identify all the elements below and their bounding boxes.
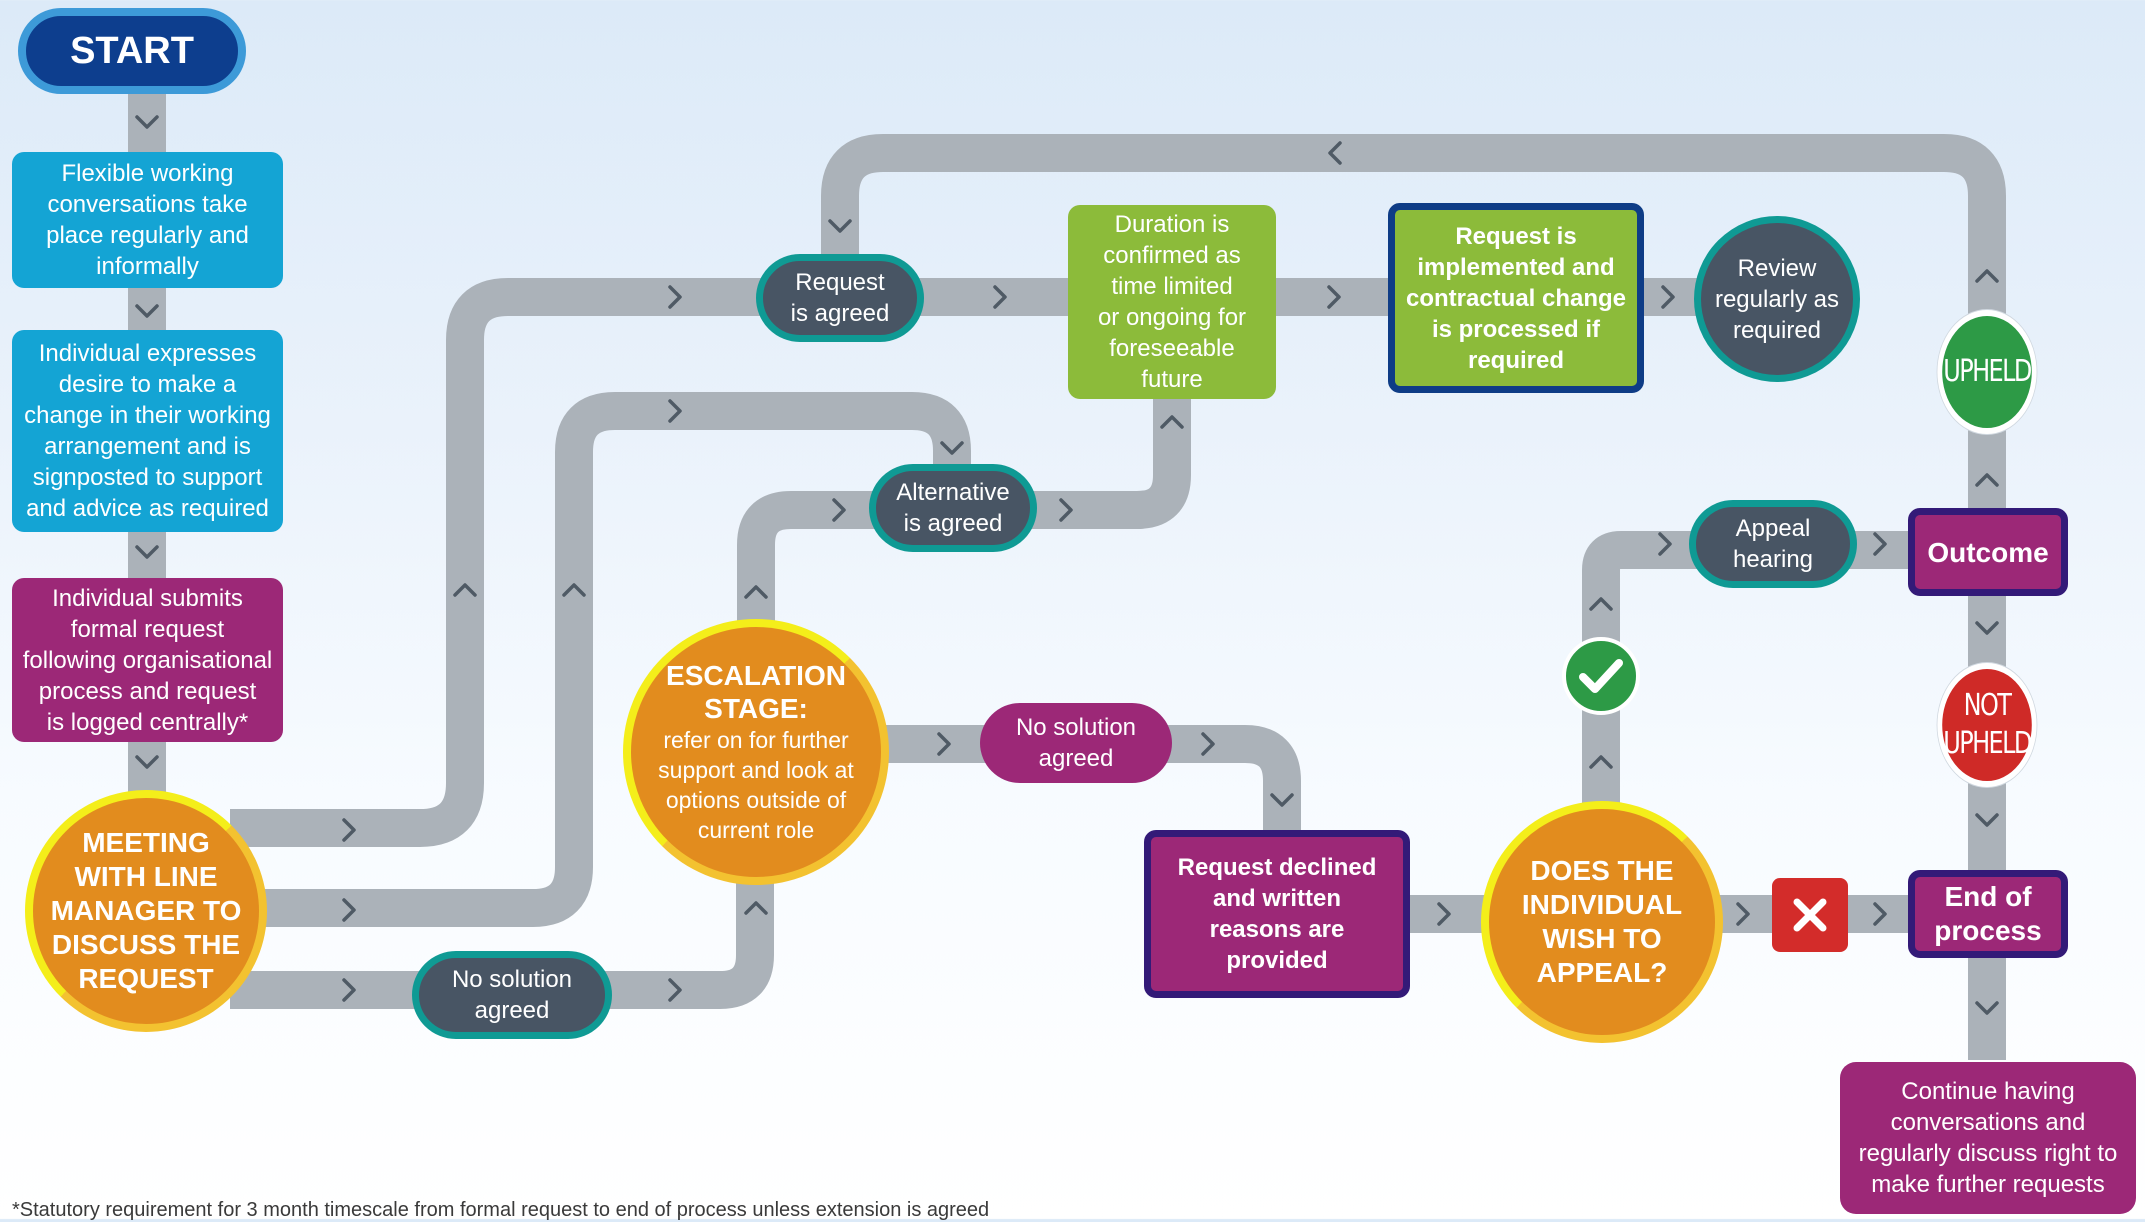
chevron-down-icon — [1270, 793, 1294, 807]
chevron-up-icon — [1589, 755, 1613, 769]
chevron-right-icon — [1661, 285, 1675, 309]
chevron-down-icon — [828, 219, 852, 233]
chevron-right-icon — [342, 898, 356, 922]
outcome-node: Outcome — [1908, 508, 2068, 596]
escalation-title: ESCALATION STAGE: — [666, 660, 846, 724]
chevron-right-icon — [668, 285, 682, 309]
escalation-stage-node: ESCALATION STAGE: refer on for further s… — [623, 619, 889, 885]
chevron-up-icon — [744, 585, 768, 599]
chevron-right-icon — [668, 978, 682, 1002]
chevron-up-icon — [562, 583, 586, 597]
request-implemented-step: Request is implemented and contractual c… — [1388, 203, 1644, 393]
individual-expresses-step: Individual expresses desire to make a ch… — [12, 330, 283, 532]
alternative-agreed-node: Alternative is agreed — [869, 464, 1037, 552]
chevron-down-icon — [940, 441, 964, 455]
chevron-right-icon — [1873, 902, 1887, 926]
chevrons — [135, 115, 1999, 1015]
chevron-left-icon — [1328, 141, 1342, 165]
upheld-node: UPHELD — [1937, 310, 2037, 434]
request-declined-step: Request declined and written reasons are… — [1144, 830, 1410, 998]
chevron-right-icon — [1327, 285, 1341, 309]
duration-confirmed-step: Duration is confirmed as time limited or… — [1068, 205, 1276, 399]
chevron-down-icon — [1975, 813, 1999, 827]
escalation-text: refer on for further support and look at… — [658, 727, 854, 843]
request-agreed-node: Request is agreed — [756, 254, 924, 342]
cross-icon — [1793, 898, 1827, 932]
no-solution-agreed-node: No solution agreed — [412, 951, 612, 1039]
yes-check-node — [1562, 637, 1640, 715]
chevron-up-icon — [1160, 415, 1184, 429]
chevron-right-icon — [1437, 902, 1451, 926]
chevron-down-icon — [135, 115, 159, 129]
no-solution-agreed-node-2: No solution agreed — [980, 703, 1172, 783]
chevron-down-icon — [1975, 1001, 1999, 1015]
individual-submits-step: Individual submits formal request follow… — [12, 578, 283, 742]
chevron-right-icon — [1736, 902, 1750, 926]
not-upheld-node: NOT UPHELD — [1937, 663, 2037, 787]
appeal-hearing-node: Appeal hearing — [1689, 500, 1857, 588]
start-node: START — [18, 8, 246, 94]
review-regularly-node: Review regularly as required — [1694, 216, 1860, 382]
chevron-right-icon — [993, 285, 1007, 309]
meeting-line-manager-node: MEETING WITH LINE MANAGER TO DISCUSS THE… — [25, 790, 267, 1032]
chevron-up-icon — [1589, 597, 1613, 611]
end-of-process-node: End of process — [1908, 870, 2068, 958]
chevron-down-icon — [1975, 621, 1999, 635]
chevron-right-icon — [1873, 532, 1887, 556]
chevron-right-icon — [832, 498, 846, 522]
chevron-right-icon — [1201, 732, 1215, 756]
chevron-right-icon — [1658, 532, 1672, 556]
chevron-right-icon — [342, 818, 356, 842]
chevron-down-icon — [135, 545, 159, 559]
chevron-up-icon — [1975, 269, 1999, 283]
chevron-right-icon — [342, 978, 356, 1002]
chevron-up-icon — [1975, 473, 1999, 487]
chevron-right-icon — [668, 399, 682, 423]
chevron-down-icon — [135, 304, 159, 318]
chevron-right-icon — [1059, 498, 1073, 522]
chevron-down-icon — [135, 755, 159, 769]
chevron-up-icon — [744, 901, 768, 915]
chevron-up-icon — [453, 583, 477, 597]
check-icon — [1579, 659, 1623, 693]
continue-conversations-step: Continue having conversations and regula… — [1840, 1062, 2136, 1214]
no-cross-node — [1772, 878, 1848, 952]
footnote: *Statutory requirement for 3 month times… — [12, 1199, 990, 1221]
flexible-conversations-step: Flexible working conversations take plac… — [12, 152, 283, 288]
chevron-right-icon — [937, 732, 951, 756]
appeal-question-node: DOES THE INDIVIDUAL WISH TO APPEAL? — [1481, 801, 1723, 1043]
